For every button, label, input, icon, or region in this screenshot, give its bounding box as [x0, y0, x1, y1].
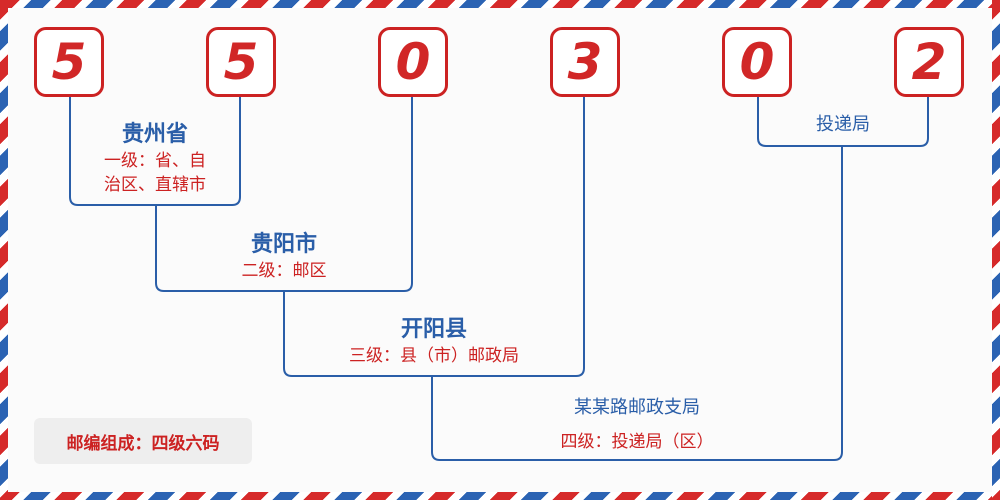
connector-branch — [431, 146, 843, 461]
digit-2: 5 — [206, 27, 276, 97]
airmail-border-right — [992, 0, 1000, 500]
airmail-border-left — [0, 0, 8, 500]
connector-delivery — [757, 96, 929, 147]
digit-1: 5 — [34, 27, 104, 97]
digit-6: 2 — [894, 27, 964, 97]
digit-4: 3 — [550, 27, 620, 97]
city-desc: 二级：邮区 — [241, 261, 327, 281]
airmail-border-top — [0, 0, 1000, 8]
delivery-name: 投递局 — [816, 114, 870, 135]
connector-county — [283, 96, 585, 377]
province-desc-line2: 治区、直辖市 — [104, 175, 206, 195]
city-name: 贵阳市 — [250, 232, 317, 257]
composition-badge: 邮编组成：四级六码 — [34, 418, 252, 464]
digit-3: 0 — [378, 27, 448, 97]
county-name: 开阳县 — [400, 317, 467, 342]
province-desc-line1: 一级：省、自 — [104, 151, 206, 171]
province-name: 贵州省 — [121, 122, 188, 147]
branch-name: 某某路邮政支局 — [574, 397, 700, 418]
envelope-body — [8, 8, 992, 492]
digit-5: 0 — [722, 27, 792, 97]
branch-desc: 四级：投递局（区） — [560, 432, 714, 452]
county-desc: 三级：县（市）邮政局 — [349, 346, 519, 366]
airmail-border-bottom — [0, 492, 1000, 500]
